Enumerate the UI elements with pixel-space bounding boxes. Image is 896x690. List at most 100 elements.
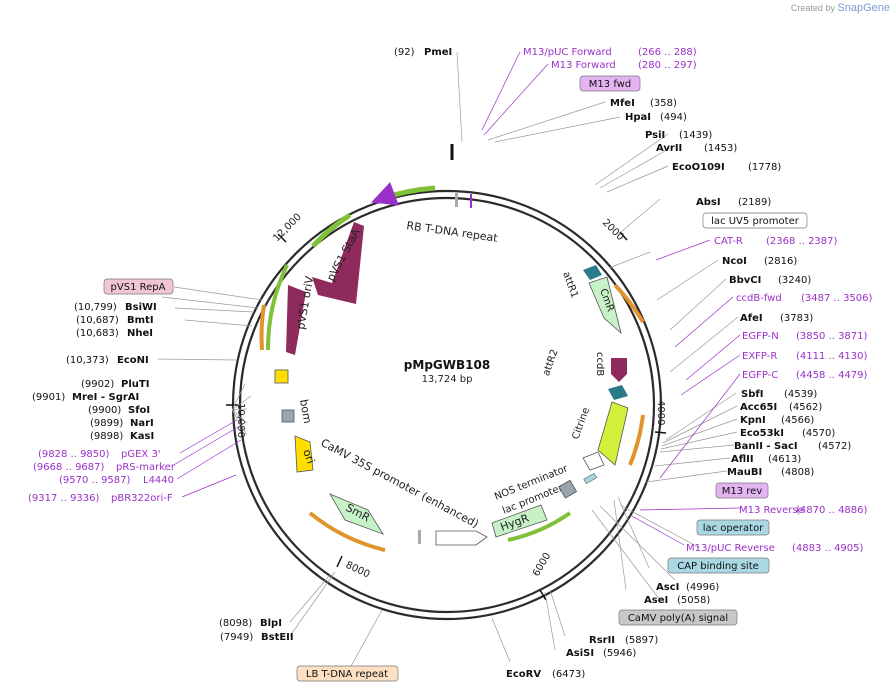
site-blpi: BlpI — [260, 618, 282, 629]
site-aflii-pos: (4613) — [768, 454, 801, 465]
site-maubi: MauBI — [727, 467, 762, 478]
svg-text:12,000: 12,000 — [271, 212, 304, 245]
box-m13-fwd-label: M13 fwd — [589, 79, 631, 90]
site-nari-pos: (9899) — [90, 418, 123, 429]
site-acc65i-pos: (4562) — [789, 402, 822, 413]
primer-pbr322ori-f: pBR322ori-F — [111, 493, 173, 504]
site-psii-pos: (1439) — [679, 130, 712, 141]
box-lb-tdna-repeat — [296, 665, 399, 682]
brand-badge: Created by SnapGene — [790, 2, 890, 14]
lb-repeat-mark — [418, 530, 421, 544]
primer-m13-reverse-range: (4870 .. 4886) — [796, 505, 868, 516]
site-asci-pos: (4996) — [686, 582, 719, 593]
leader-lines — [157, 51, 739, 669]
primer-ccdb-fwd: ccdB-fwd — [736, 293, 782, 304]
primer-prs-marker: pRS-marker — [116, 462, 176, 473]
primer-m13-puc-reverse-range: (4883 .. 4905) — [792, 543, 864, 554]
site-absi-pos: (2189) — [738, 197, 771, 208]
pvs1-staa-arrow — [312, 222, 364, 304]
site-nhei-pos: (10,683) — [76, 328, 119, 339]
primer-pbr322ori-f-range: (9317 .. 9336) — [28, 493, 100, 504]
site-mfei-pos: (358) — [650, 98, 677, 109]
site-kpni: KpnI — [740, 415, 766, 426]
site-bmti: BmtI — [127, 315, 154, 326]
plasmid-length: 13,724 bp — [422, 374, 473, 385]
tick-8000: 8000 — [336, 555, 371, 580]
site-rsrii-pos: (5897) — [625, 635, 658, 646]
site-ecorv: EcoRV — [506, 669, 541, 680]
primer-m13-forward: M13 Forward — [551, 60, 616, 71]
site-mrei-sgrai-pos: (9901) — [32, 392, 65, 403]
primer-l4440-range: (9570 .. 9587) — [59, 475, 131, 486]
box-lac-uv5-label: lac UV5 promoter — [711, 216, 800, 227]
smr-arrow — [329, 493, 384, 535]
site-sbfi: SbfI — [741, 389, 763, 400]
site-econi: EcoNI — [117, 355, 149, 366]
orange-arc-left — [259, 304, 266, 351]
site-asei: AseI — [644, 595, 668, 606]
ccdb-arrow — [611, 358, 627, 382]
site-bmti-pos: (10,687) — [76, 315, 119, 326]
orange-arc-right-top — [613, 283, 645, 324]
site-econi-pos: (10,373) — [66, 355, 109, 366]
site-sbfi-pos: (4539) — [784, 389, 817, 400]
site-kpni-pos: (4566) — [781, 415, 814, 426]
site-kasi-pos: (9898) — [90, 431, 123, 442]
site-ncoi: NcoI — [722, 256, 747, 267]
box-lac-operator-label: lac operator — [703, 523, 764, 534]
site-blpi-pos: (8098) — [219, 618, 252, 629]
site-bsteii: BstEII — [261, 632, 294, 643]
primer-pgex3: pGEX 3' — [121, 449, 161, 460]
svg-text:2000: 2000 — [600, 217, 626, 243]
site-maubi-pos: (4808) — [781, 467, 814, 478]
box-cap-binding-label: CAP binding site — [677, 561, 759, 572]
feature-citrine: Citrine — [570, 406, 592, 441]
primer-cat-r-range: (2368 .. 2387) — [766, 236, 838, 247]
primer-pgex3-range: (9828 .. 9850) — [38, 449, 110, 460]
site-pluti-pos: (9902) — [81, 379, 114, 390]
site-banii-saci-pos: (4572) — [818, 441, 851, 452]
orange-arc-right-bottom — [628, 414, 645, 466]
site-eco53ki: Eco53kI — [740, 428, 784, 439]
site-bbvci-pos: (3240) — [778, 275, 811, 286]
tick-4000: 4000 — [654, 400, 667, 434]
primer-prs-marker-range: (9668 .. 9687) — [33, 462, 105, 473]
attr1-mark — [583, 265, 602, 280]
site-afei-pos: (3783) — [780, 313, 813, 324]
primer-leader-lines — [171, 51, 741, 546]
camv35s-promoter-arrow — [435, 530, 488, 546]
site-bsiwi: BsiWI — [125, 302, 157, 313]
box-m13-fwd — [579, 75, 641, 92]
primer-l4440: L4440 — [143, 475, 174, 486]
primer-exfp-r: EXFP-R — [742, 351, 777, 362]
labels-right: M13/pUC Forward (266 .. 288) M13 Forward… — [506, 47, 873, 680]
svg-text:6000: 6000 — [531, 551, 553, 579]
site-afei: AfeI — [740, 313, 763, 324]
primer-egfp-n-range: (3850 .. 3871) — [796, 331, 868, 342]
backbone-outer — [231, 189, 663, 621]
primer-egfp-n: EGFP-N — [742, 331, 779, 342]
primer-m13-puc-forward: M13/pUC Forward — [523, 47, 612, 58]
site-absi: AbsI — [696, 197, 721, 208]
pvs1-oriv-arrow — [286, 285, 306, 355]
box-pvs1-repa-label: pVS1 RepA — [111, 282, 166, 293]
site-bsiwi-pos: (10,799) — [74, 302, 117, 313]
site-pluti: PluTI — [121, 379, 149, 390]
feature-rb-repeat: RB T-DNA repeat — [406, 219, 500, 245]
site-mrei-sgrai: MreI - SgrAI — [72, 392, 139, 403]
ori-arrow — [294, 435, 314, 473]
site-asei-pos: (5058) — [677, 595, 710, 606]
primer-ccdb-fwd-range: (3487 .. 3506) — [801, 293, 873, 304]
primer-egfp-c: EGFP-C — [742, 370, 778, 381]
bottom-green-arc — [507, 511, 572, 542]
box-lb-tdna-label: LB T-DNA repeat — [306, 669, 388, 680]
rb-primer-mark — [470, 194, 472, 208]
site-pmei-pos: (92) — [394, 47, 415, 58]
attr2-mark — [608, 385, 628, 400]
top-green-arc — [371, 182, 436, 206]
bom-square — [281, 409, 295, 423]
tick-10000: 10,000 — [226, 403, 246, 438]
box-pvs1-repa — [103, 278, 174, 295]
box-m13-rev — [715, 482, 769, 499]
